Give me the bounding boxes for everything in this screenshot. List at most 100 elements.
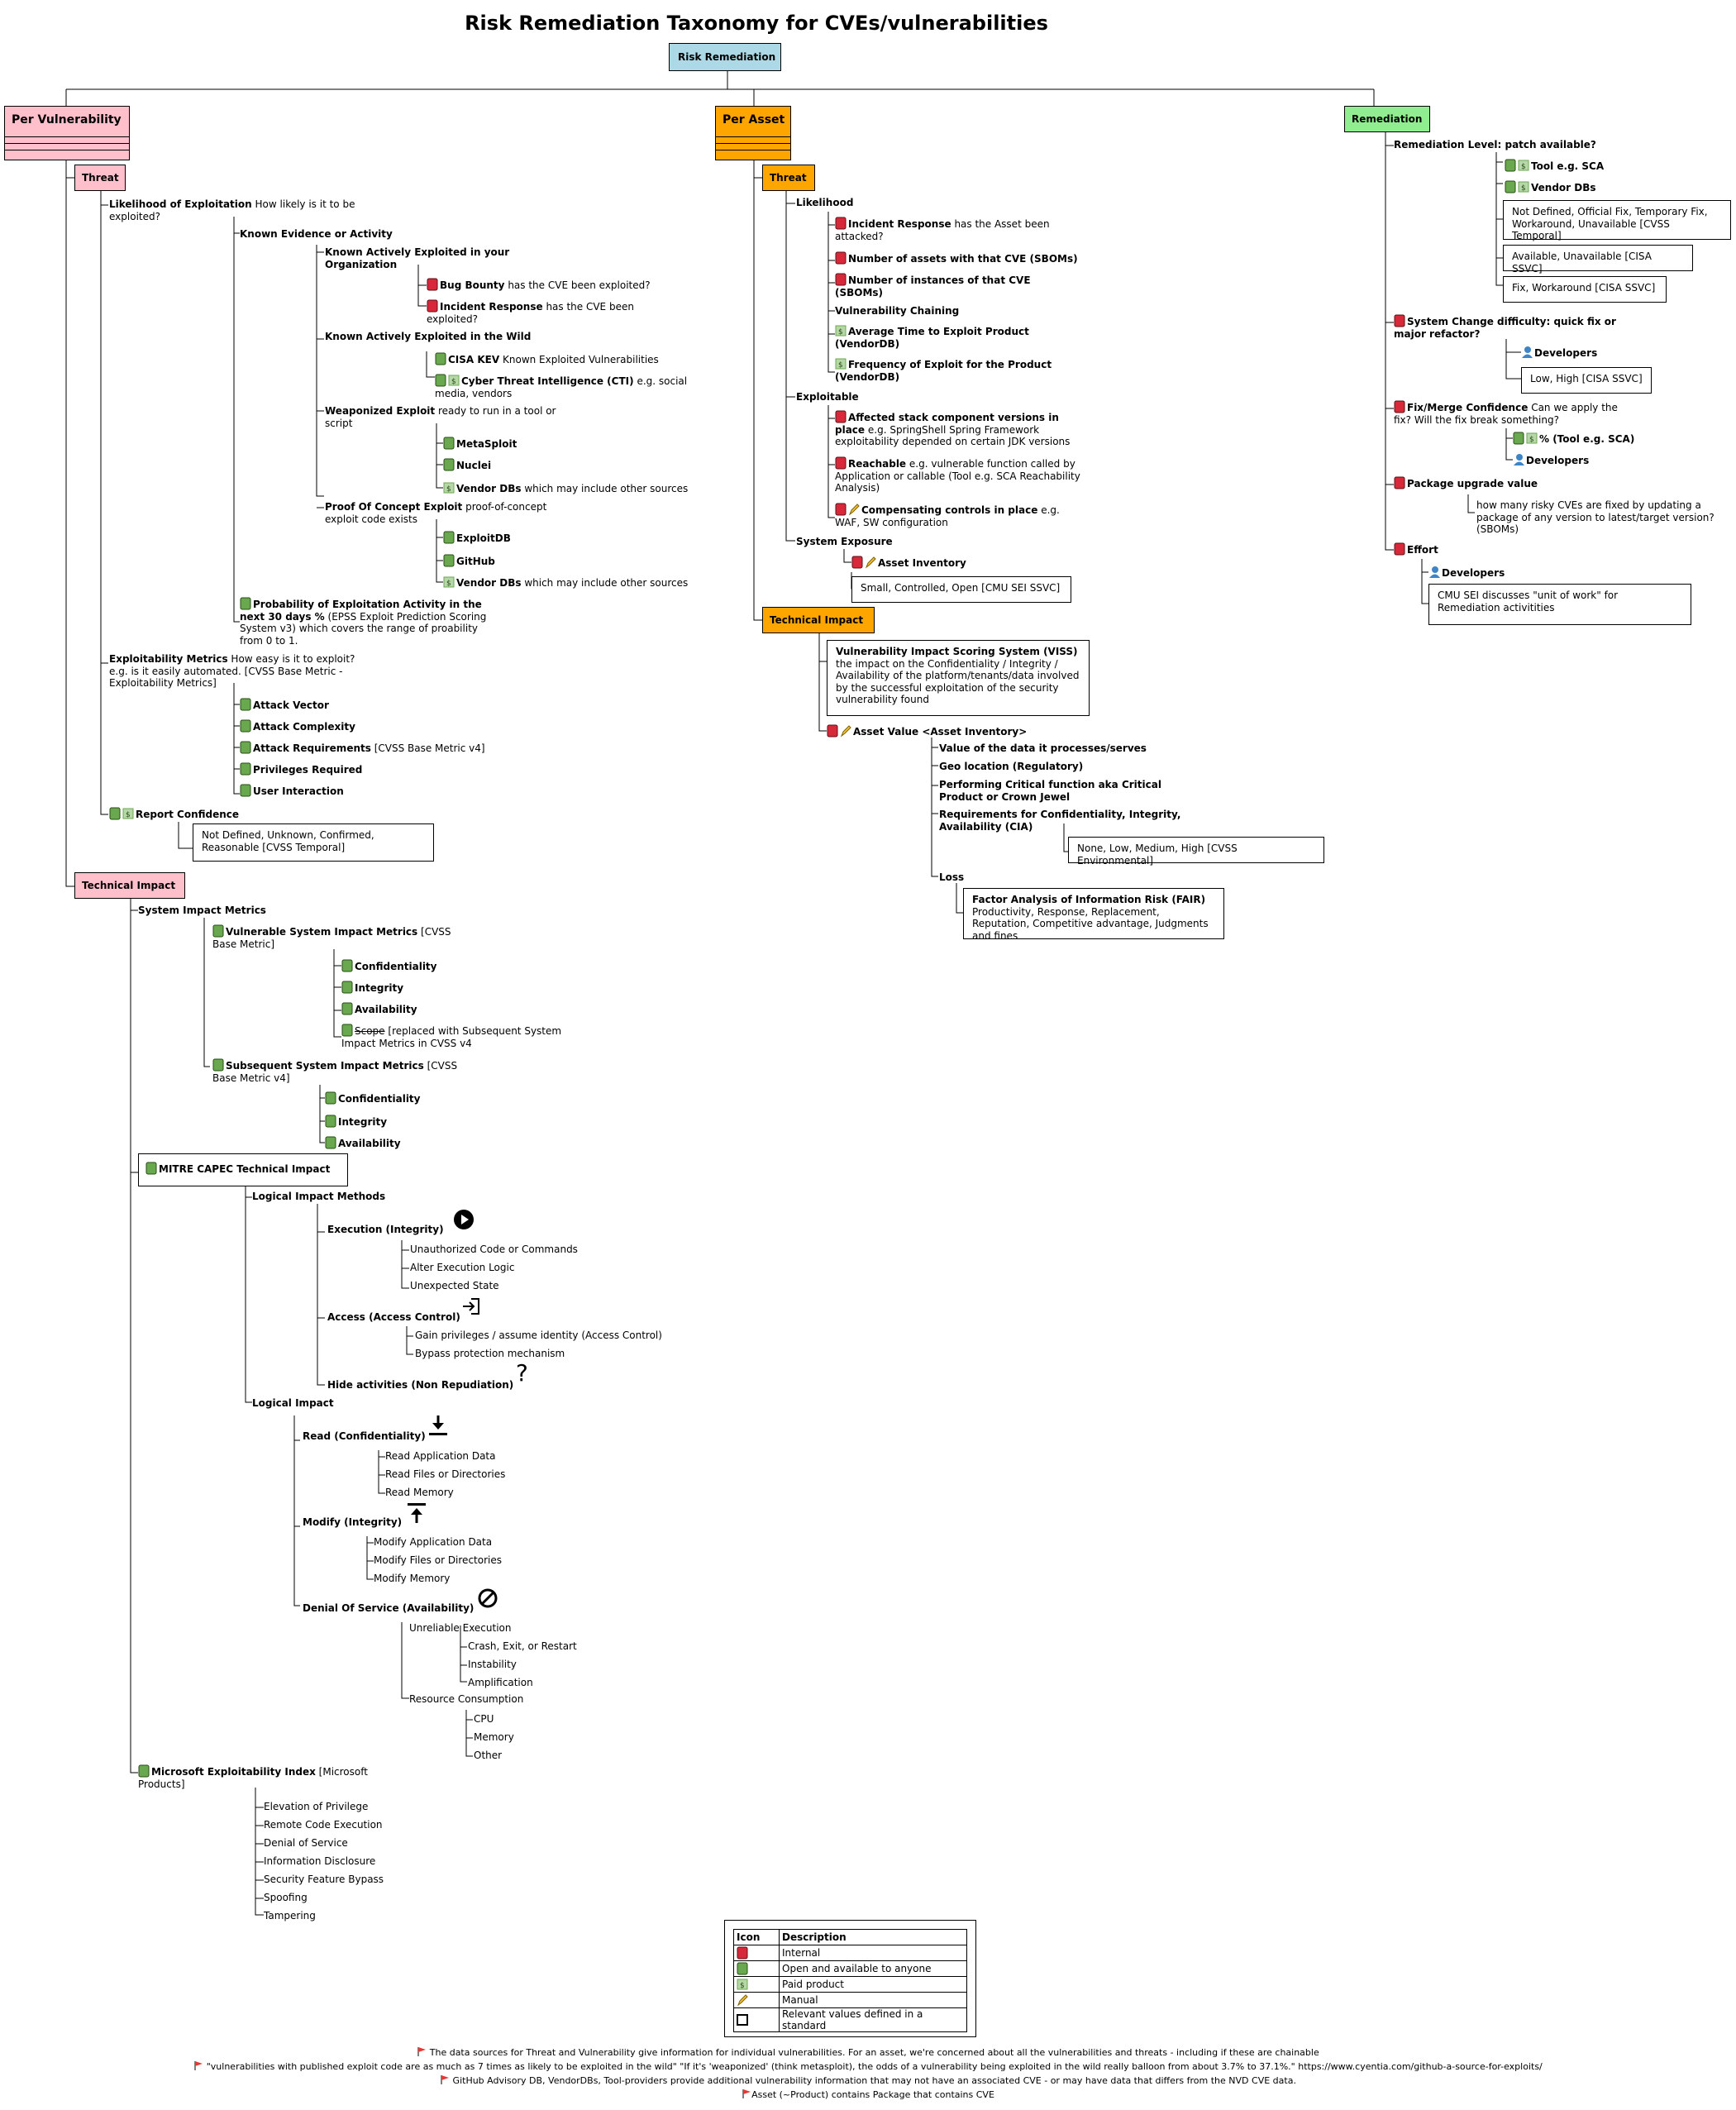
vendor-dbs-1: $Vendor DBs which may include other sour… [443, 481, 724, 495]
pa-incident-response: Incident Response has the Asset been att… [835, 217, 1050, 242]
exploitdb: ExploitDB [443, 531, 511, 545]
open-db-icon [443, 437, 455, 450]
pv-incident-response: Incident Response has the CVE been explo… [427, 299, 634, 325]
likelihood-of-exploitation: Likelihood of Exploitation How likely is… [109, 198, 355, 222]
kae-wild: Known Actively Exploited in the Wild [325, 331, 532, 342]
svg-text:$: $ [1529, 436, 1534, 444]
read-item-2: Read Memory [385, 1487, 454, 1498]
open-db-icon [325, 1136, 336, 1149]
internal-db-icon [851, 556, 863, 569]
modify-item-2: Modify Memory [374, 1573, 451, 1584]
open-db-icon [240, 698, 251, 711]
standard-box-icon [737, 2013, 748, 2026]
open-db-icon [109, 807, 121, 820]
remediation-node: Remediation [1344, 106, 1430, 132]
person-icon [1521, 346, 1533, 359]
unreliable-item-0: Crash, Exit, or Restart [468, 1640, 577, 1652]
read-item-0: Read Application Data [385, 1450, 496, 1462]
legend-manual: Manual [779, 1992, 967, 2008]
paid-product-icon: $ [443, 481, 455, 494]
paid-product-icon: $ [443, 575, 455, 589]
viss-box: Vulnerability Impact Scoring System (VIS… [827, 640, 1090, 716]
open-db-icon [1505, 159, 1516, 172]
open-db-icon [240, 719, 251, 733]
open-db-icon [145, 1162, 157, 1175]
microsoft-exploitability-index: Microsoft Exploitability Index [Microsof… [138, 1764, 368, 1790]
known-evidence: Known Evidence or Activity [240, 228, 393, 240]
download-icon [427, 1414, 450, 1440]
msei-item-1: Remote Code Execution [264, 1819, 383, 1831]
access-item-1: Bypass protection mechanism [415, 1348, 565, 1359]
github: GitHub [443, 554, 495, 568]
ss-integrity: Integrity [325, 1115, 387, 1129]
report-confidence: $Report Confidence [109, 807, 239, 821]
pa-likelihood: Likelihood [796, 197, 854, 208]
svg-text:$: $ [1521, 184, 1526, 193]
open-db-icon [443, 458, 455, 471]
svg-text:$: $ [451, 378, 456, 386]
affected-stack: Affected stack component versions in pla… [835, 410, 1071, 447]
msei-item-4: Security Feature Bypass [264, 1874, 384, 1885]
open-db-icon [325, 1115, 336, 1128]
geo-location: Geo location (Regulatory) [939, 761, 1084, 772]
vulnerability-chaining: Vulnerability Chaining [835, 305, 960, 317]
per-asset-node: Per Asset [715, 106, 791, 160]
system-exposure: System Exposure [796, 536, 893, 547]
tool-sca: $Tool e.g. SCA [1505, 159, 1604, 173]
paid-product-icon: $ [1518, 159, 1529, 172]
internal-db-icon [835, 217, 847, 230]
internal-db-icon [835, 503, 847, 516]
paid-product-icon: $ [835, 357, 847, 370]
asset-value: Asset Value <Asset Inventory> [827, 724, 1027, 738]
nuclei: Nuclei [443, 458, 491, 472]
legend-table: Icon Description Internal Open and avail… [733, 1929, 967, 2032]
epss: Probability of Exploitation Activity in … [240, 597, 487, 647]
open-db-icon [325, 1091, 336, 1105]
note-3: Asset (~Product) contains Package that c… [0, 2089, 1736, 2100]
open-db-icon [240, 762, 251, 776]
legend-open: Open and available to anyone [779, 1960, 967, 1977]
internal-db-icon [737, 1946, 748, 1960]
report-confidence-values: Not Defined, Unknown, Confirmed, Reasona… [193, 823, 434, 862]
num-assets: Number of assets with that CVE (SBOMs) [835, 251, 1083, 265]
per-vulnerability-node: Per Vulnerability [4, 106, 130, 160]
resource-item-0: CPU [474, 1713, 494, 1725]
capec-box: MITRE CAPEC Technical Impact [138, 1153, 348, 1186]
person-icon [1428, 566, 1440, 579]
play-icon [453, 1209, 475, 1234]
logical-impact: Logical Impact [252, 1397, 334, 1409]
pv-technical-impact-node: Technical Impact [74, 872, 185, 899]
msei-item-5: Spoofing [264, 1892, 308, 1903]
access-item-0: Gain privileges / assume identity (Acces… [415, 1329, 662, 1341]
pv-threat-node: Threat [74, 165, 126, 191]
msei-item-2: Denial of Service [264, 1837, 348, 1849]
legend-header-description: Description [779, 1929, 967, 1945]
paid-product-icon: $ [448, 374, 460, 387]
read-item-1: Read Files or Directories [385, 1468, 506, 1480]
open-db-icon [212, 924, 224, 938]
legend-paid: Paid product [779, 1976, 967, 1993]
open-db-icon [341, 981, 353, 994]
legend-internal: Internal [779, 1945, 967, 1961]
legend-standard: Relevant values defined in a standard [779, 2007, 967, 2032]
level-values-2: Available, Unavailable [CISA SSVC] [1503, 245, 1693, 274]
svg-text:$: $ [446, 485, 451, 494]
asset-inventory: Asset Inventory [851, 556, 966, 570]
ss-availability: Availability [325, 1136, 401, 1150]
msei-item-6: Tampering [264, 1910, 316, 1921]
internal-db-icon [427, 278, 438, 291]
open-db-icon [1505, 180, 1516, 193]
privileges-required: Privileges Required [240, 762, 362, 776]
flag-icon [417, 2046, 427, 2056]
person-icon [1513, 453, 1524, 466]
denial-of-service: Denial Of Service (Availability) [303, 1602, 475, 1614]
page-title: Risk Remediation Taxonomy for CVEs/vulne… [465, 12, 1048, 35]
internal-db-icon [835, 273, 847, 286]
legend: Icon Description Internal Open and avail… [724, 1920, 976, 2037]
svg-text:$: $ [838, 361, 843, 370]
vs-confidentiality: Confidentiality [341, 959, 437, 973]
note-1: "vulnerabilities with published exploit … [0, 2060, 1736, 2072]
developers-1: Developers [1521, 346, 1597, 360]
paid-product-icon: $ [1526, 432, 1538, 445]
critical-function: Performing Critical function aka Critica… [939, 779, 1161, 803]
